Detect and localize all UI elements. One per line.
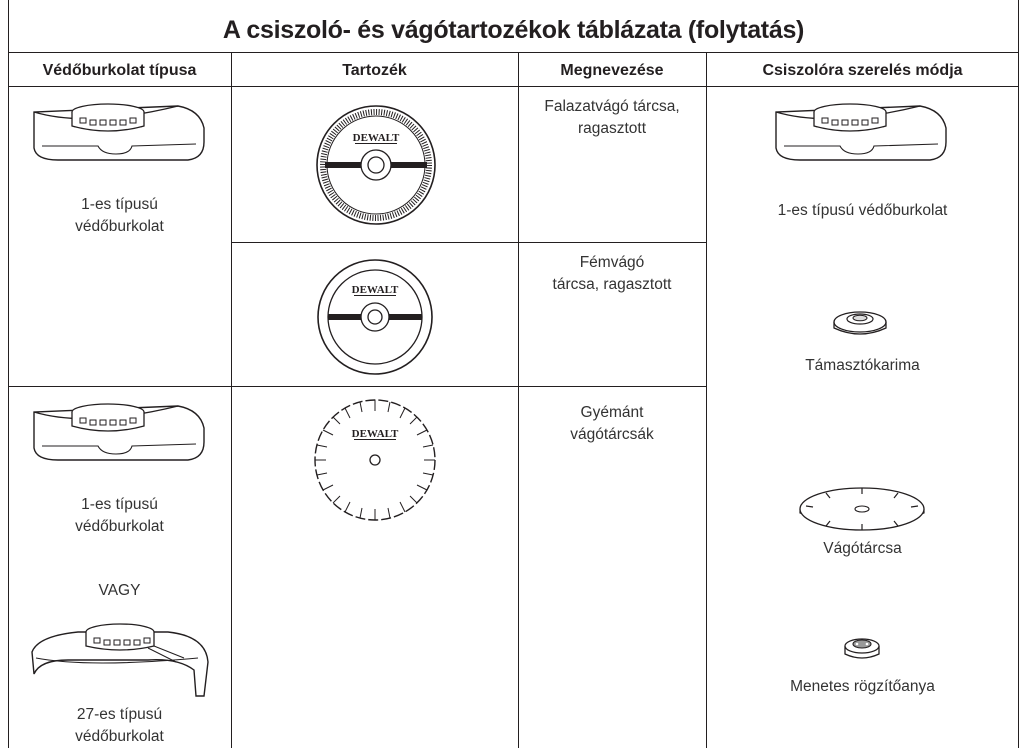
mounting-nut-label: Menetes rögzítőanya	[790, 678, 935, 695]
name-diamond-line1: Gyémánt	[580, 404, 644, 421]
header-guard-type: Védőburkolat típusa	[42, 62, 197, 79]
rule-title	[8, 52, 1019, 53]
cutting-wheel-illustration	[798, 486, 926, 536]
guard-row2-label-b-line1: 27-es típusú	[76, 706, 163, 723]
rule-header	[8, 86, 1019, 87]
header-mounting: Csiszolóra szerelés módja	[762, 62, 963, 79]
guard-row2-label-b-line2: védőburkolat	[75, 728, 164, 745]
guard-row1-label-line1: 1-es típusú	[81, 196, 158, 213]
type1-guard-illustration	[28, 98, 208, 170]
type1-guard-illustration-2	[28, 398, 208, 470]
rule-row-split	[231, 242, 706, 243]
col-divider-1	[231, 52, 232, 748]
type27-guard-illustration	[28, 618, 212, 698]
name-masonry-line1: Falazatvágó tárcsa,	[544, 98, 680, 115]
col-divider-2	[518, 52, 519, 748]
name-diamond-line2: vágótárcsák	[570, 426, 654, 443]
guard-row2-label-a-line1: 1-es típusú	[81, 496, 158, 513]
name-masonry-line2: ragasztott	[577, 120, 647, 137]
col-divider-3	[706, 52, 707, 748]
diamond-wheel-illustration: DEWALT	[312, 397, 438, 523]
brand-logo-diamond: DEWALT	[352, 428, 399, 440]
brand-logo-masonry: DEWALT	[353, 132, 400, 144]
header-name: Megnevezése	[560, 62, 664, 79]
guard-row2-label-a: 1-es típusú védőburkolat	[8, 494, 231, 538]
mounting-guard-label: 1-es típusú védőburkolat	[777, 202, 948, 219]
guard-row2-label-a-line2: védőburkolat	[75, 518, 164, 535]
backing-flange-illustration	[830, 306, 890, 342]
guard-row1-label: 1-es típusú védőburkolat	[8, 194, 231, 238]
brand-logo-metal: DEWALT	[352, 284, 399, 296]
rule-row-2	[8, 386, 706, 387]
threaded-nut-illustration	[842, 632, 882, 664]
mounting-wheel-label: Vágótárcsa	[823, 540, 902, 557]
guard-row1-label-line2: védőburkolat	[75, 218, 164, 235]
table-frame	[8, 0, 1019, 748]
name-masonry: Falazatvágó tárcsa, ragasztott	[518, 96, 706, 140]
or-label: VAGY	[98, 582, 141, 599]
page-title: A csiszoló- és vágótartozékok táblázata …	[222, 16, 805, 44]
name-metal: Fémvágó tárcsa, ragasztott	[518, 252, 706, 296]
name-metal-line2: tárcsa, ragasztott	[552, 276, 672, 293]
masonry-wheel-illustration: DEWALT	[315, 104, 437, 226]
metal-wheel-illustration: DEWALT	[316, 258, 434, 376]
mounting-guard-illustration	[770, 98, 950, 170]
name-diamond: Gyémánt vágótárcsák	[518, 402, 706, 446]
header-accessory: Tartozék	[342, 62, 407, 79]
guard-row2-label-b: 27-es típusú védőburkolat	[8, 704, 231, 748]
mounting-flange-label: Támasztókarima	[805, 357, 920, 374]
name-metal-line1: Fémvágó	[579, 254, 645, 271]
